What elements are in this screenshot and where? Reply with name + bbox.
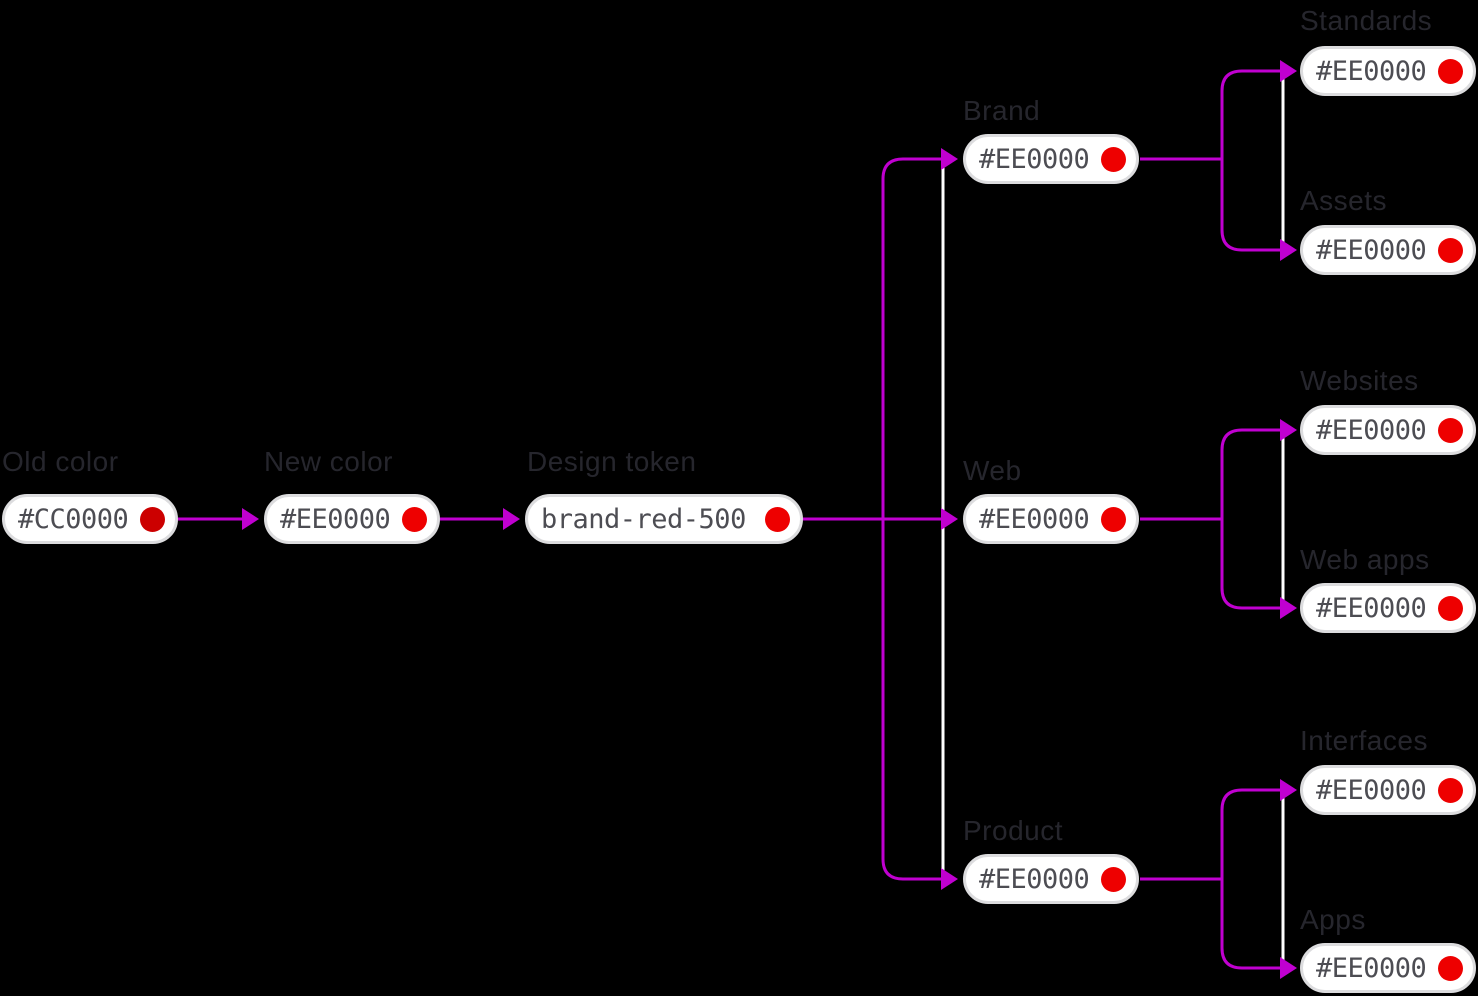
- old-color-label: Old color: [2, 446, 119, 477]
- branch-brand: [1140, 69, 1285, 252]
- brand-value: #EE0000: [979, 143, 1090, 175]
- new-color-value: #EE0000: [280, 503, 391, 535]
- web-apps-value: #EE0000: [1316, 592, 1427, 624]
- web-value: #EE0000: [979, 503, 1090, 535]
- design-token-value: brand-red-500: [541, 503, 746, 535]
- apps-pill: #EE0000: [1300, 943, 1476, 993]
- design-token-label: Design token: [527, 446, 697, 477]
- new-color-swatch-dot: [402, 506, 427, 532]
- websites-pill: #EE0000: [1300, 405, 1476, 455]
- brand-pill: #EE0000: [963, 134, 1139, 184]
- product-pill: #EE0000: [963, 854, 1139, 904]
- brand-label: Brand: [963, 95, 1041, 126]
- old-color-value: #CC0000: [18, 503, 129, 535]
- design-token-swatch-dot: [765, 506, 790, 532]
- web-swatch-dot: [1101, 506, 1126, 532]
- standards-swatch-dot: [1438, 58, 1463, 84]
- assets-label: Assets: [1300, 185, 1388, 216]
- interfaces-pill: #EE0000: [1300, 765, 1476, 815]
- assets-swatch-dot: [1438, 237, 1463, 263]
- interfaces-swatch-dot: [1438, 777, 1463, 803]
- apps-label: Apps: [1300, 904, 1366, 935]
- websites-swatch-dot: [1438, 417, 1463, 443]
- apps-swatch-dot: [1438, 955, 1463, 981]
- assets-value: #EE0000: [1316, 234, 1427, 266]
- brand-swatch-dot: [1101, 146, 1126, 172]
- web-label: Web: [963, 455, 1022, 486]
- interfaces-value: #EE0000: [1316, 774, 1427, 806]
- branch-token-to-groups: [802, 157, 946, 881]
- interfaces-label: Interfaces: [1300, 725, 1428, 756]
- standards-label: Standards: [1300, 5, 1433, 36]
- product-swatch-dot: [1101, 866, 1126, 892]
- product-label: Product: [963, 815, 1063, 846]
- websites-value: #EE0000: [1316, 414, 1427, 446]
- design-token-pill: brand-red-500: [525, 494, 803, 544]
- websites-label: Websites: [1300, 365, 1419, 396]
- standards-pill: #EE0000: [1300, 46, 1476, 96]
- branch-web: [1140, 428, 1285, 610]
- product-value: #EE0000: [979, 863, 1090, 895]
- new-color-pill: #EE0000: [264, 494, 440, 544]
- old-color-pill: #CC0000: [2, 494, 178, 544]
- web-apps-label: Web apps: [1300, 544, 1430, 575]
- branch-product: [1140, 788, 1285, 970]
- web-apps-swatch-dot: [1438, 595, 1463, 621]
- standards-value: #EE0000: [1316, 55, 1427, 87]
- web-pill: #EE0000: [963, 494, 1139, 544]
- web-apps-pill: #EE0000: [1300, 583, 1476, 633]
- old-color-swatch-dot: [140, 506, 165, 532]
- assets-pill: #EE0000: [1300, 225, 1476, 275]
- apps-value: #EE0000: [1316, 952, 1427, 984]
- new-color-label: New color: [264, 446, 393, 477]
